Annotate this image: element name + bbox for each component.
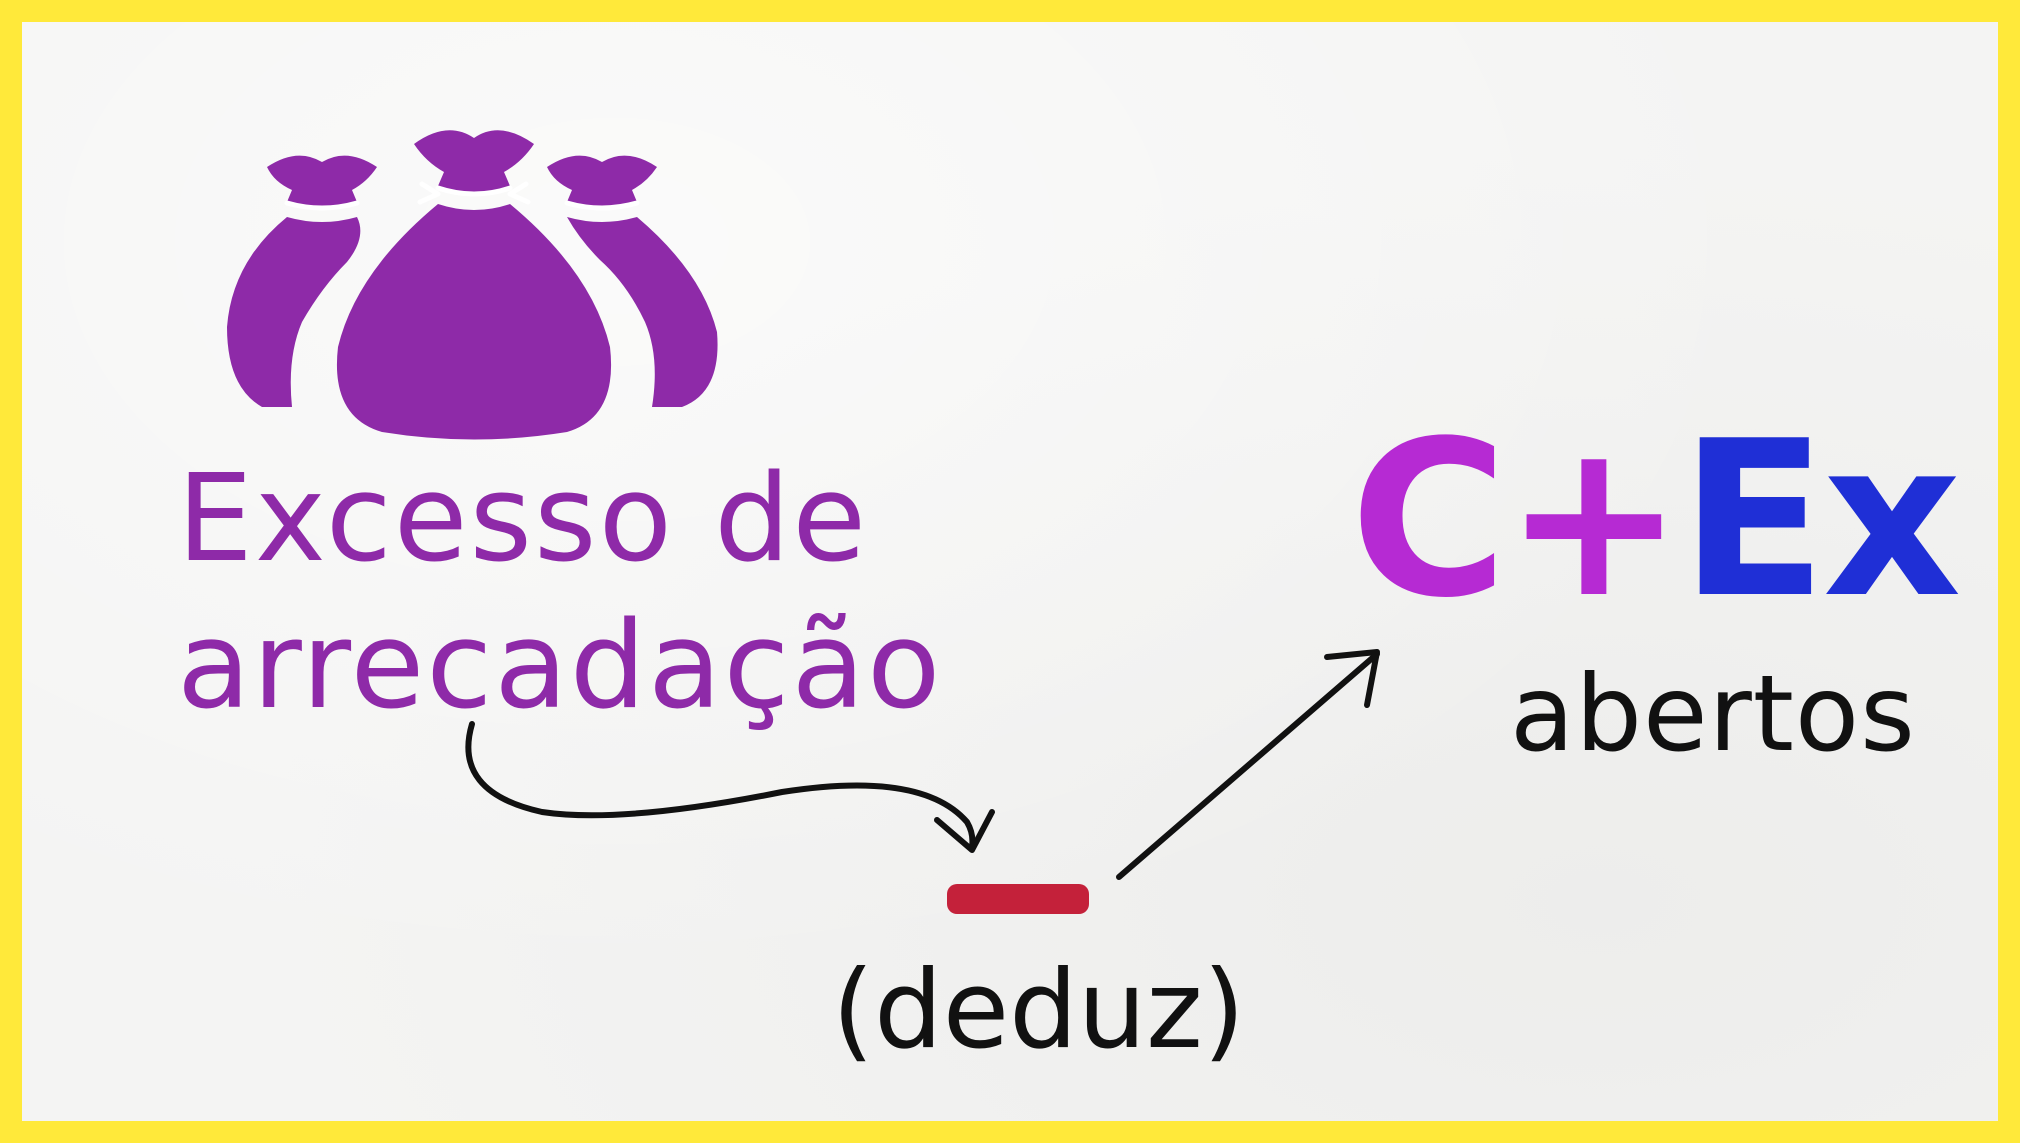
result-c-letter: C [1350,394,1508,645]
arrow-minus-to-result [1116,649,1380,880]
source-label-line-1: Excesso de [177,450,869,589]
money-bag-center-icon [336,130,612,440]
result-title: C+Ex [1350,394,1962,645]
operation-note: (deduz) [832,948,1245,1073]
money-bag-right-icon [547,155,718,407]
result-ex-letters: Ex [1679,394,1962,645]
money-bag-left-icon [227,155,377,407]
source-label-line-2: arrecadação [177,597,943,736]
diagram-graphics [227,130,1380,914]
money-bags-icon [227,130,718,440]
result-plus-sign: + [1503,394,1684,645]
result-subtitle: abertos [1510,653,1916,775]
minus-icon [947,884,1089,914]
arrow-source-to-minus [465,721,995,853]
